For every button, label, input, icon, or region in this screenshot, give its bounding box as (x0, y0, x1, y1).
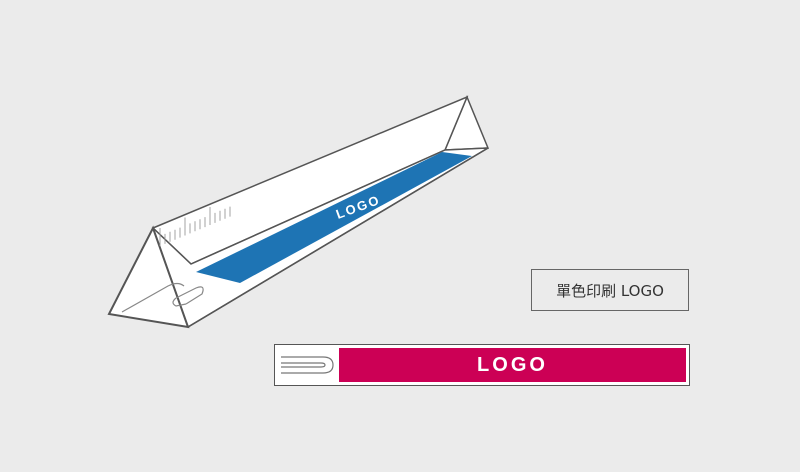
prism-left-face (107, 225, 190, 329)
strip-logo-text: LOGO (477, 353, 548, 376)
clip-slot-icon (121, 282, 185, 313)
clip-slot-icon (281, 356, 334, 374)
print-label-text: 單色印刷 LOGO (556, 281, 664, 300)
prism-logo-band (196, 152, 472, 283)
strip-logo-band: LOGO (339, 348, 686, 382)
ruler-tick-marks (159, 206, 231, 246)
print-label-box: 單色印刷 LOGO (531, 269, 689, 311)
flat-ruler-strip: LOGO (274, 344, 690, 386)
